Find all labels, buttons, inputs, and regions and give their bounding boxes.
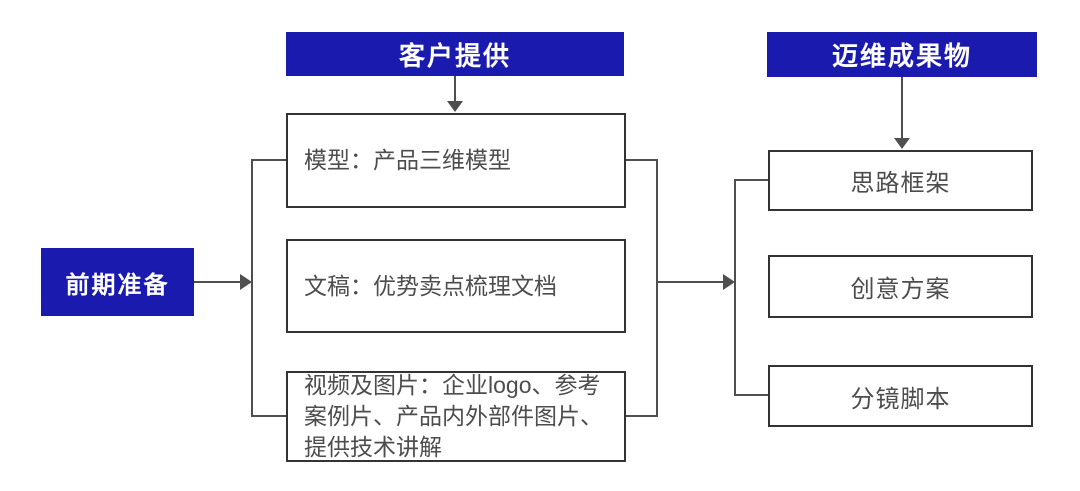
arrow-client-to-deliverables: [657, 274, 735, 290]
arrowhead-down-icon: [447, 101, 463, 112]
arrow-client-header-down: [447, 76, 463, 112]
client-item-model: 模型：产品三维模型: [286, 113, 626, 208]
client-item-media-label: 视频及图片：企业logo、参考案例片、产品内外部件图片、提供技术讲解: [304, 372, 603, 460]
deliverable-item-framework-label: 思路框架: [850, 170, 951, 197]
client-item-document-label: 文稿：优势卖点梳理文档: [304, 272, 557, 299]
bracket-deliverables: [734, 179, 769, 396]
client-item-document: 文稿：优势卖点梳理文档: [286, 239, 626, 333]
client-item-model-label: 模型：产品三维模型: [304, 147, 511, 173]
arrow-prep-right: [194, 274, 252, 290]
bracket-client-left: [251, 159, 287, 417]
arrowhead-right-icon: [723, 274, 735, 290]
client-item-media: 视频及图片：企业logo、参考案例片、产品内外部件图片、提供技术讲解: [286, 371, 626, 462]
arrowhead-right-icon: [240, 274, 252, 290]
deliverable-item-framework: 思路框架: [768, 150, 1033, 211]
bracket-client-right: [625, 159, 658, 417]
deliverable-item-creative-plan: 创意方案: [768, 255, 1033, 318]
deliverable-item-creative-plan-label: 创意方案: [850, 276, 951, 303]
prep-stage-node: 前期准备: [41, 248, 194, 316]
deliverables-header: 迈维成果物: [767, 32, 1037, 77]
deliverable-item-storyboard-label: 分镜脚本: [850, 385, 951, 413]
client-provides-header-label: 客户提供: [398, 40, 511, 71]
deliverable-item-storyboard: 分镜脚本: [768, 365, 1033, 427]
deliverables-header-label: 迈维成果物: [831, 41, 972, 71]
arrow-deliverables-header-down: [894, 77, 910, 149]
arrowhead-down-icon: [894, 138, 910, 149]
prep-stage-label: 前期准备: [65, 271, 170, 299]
client-provides-header: 客户提供: [286, 32, 624, 76]
